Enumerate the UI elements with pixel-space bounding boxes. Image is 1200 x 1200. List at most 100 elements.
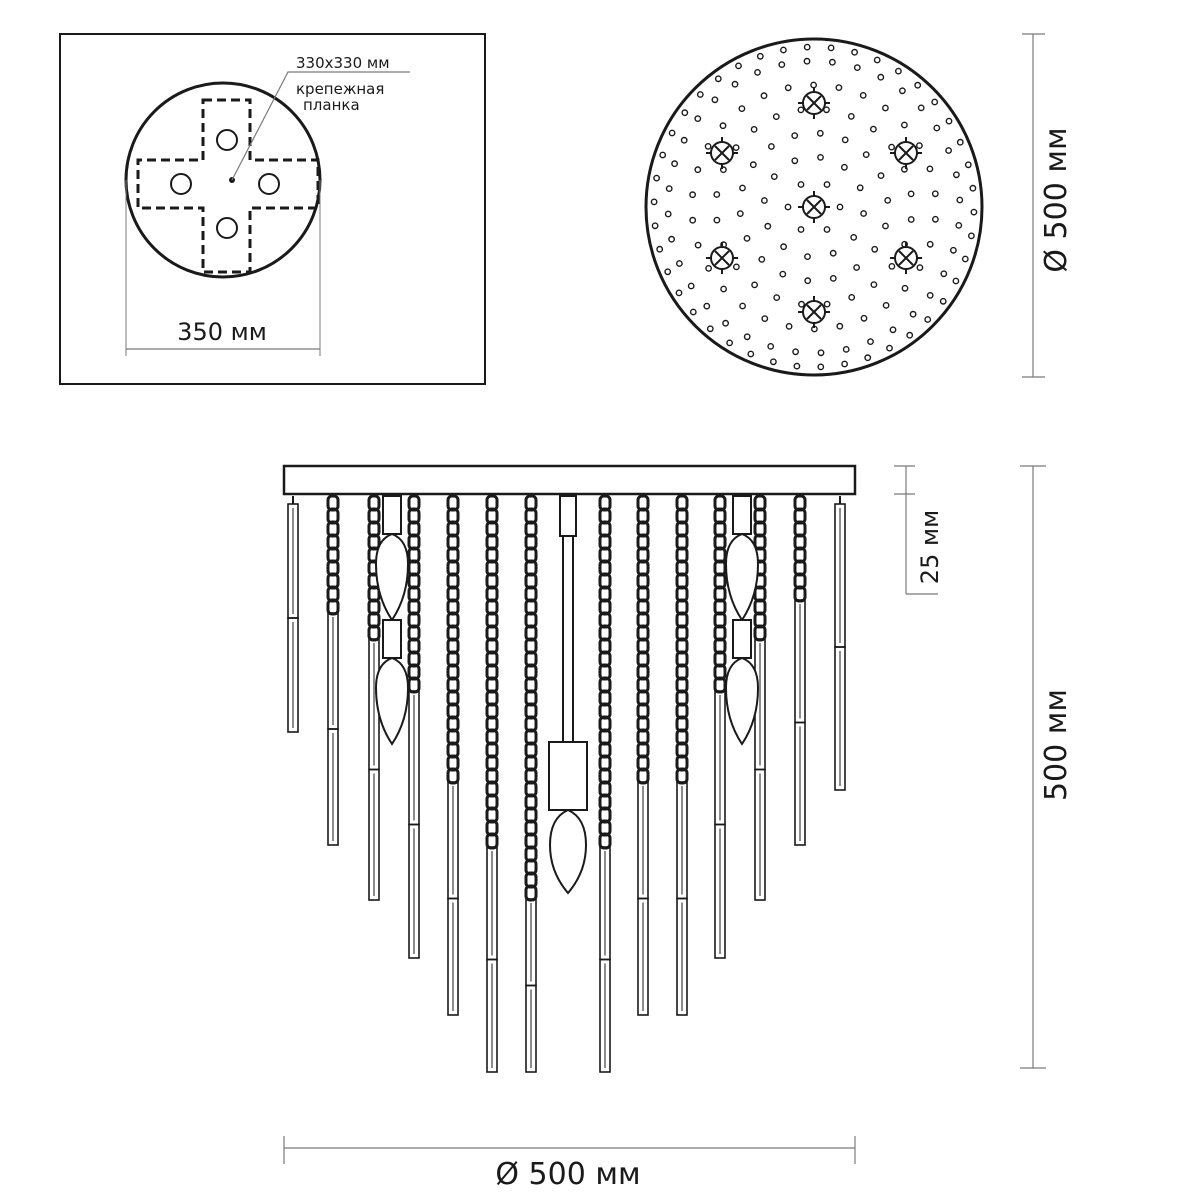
crystal-hole bbox=[964, 161, 972, 169]
crystal-hole bbox=[764, 222, 772, 230]
crystal-hole bbox=[792, 348, 799, 356]
crystal-hole bbox=[732, 144, 740, 152]
crystal-hole bbox=[675, 289, 683, 297]
crystal-hole bbox=[956, 196, 964, 204]
crystal-hole bbox=[859, 92, 867, 99]
crystal-strand bbox=[407, 494, 421, 959]
detail-frame bbox=[59, 33, 486, 385]
crystal-hole bbox=[720, 166, 727, 174]
crystal-hole bbox=[888, 262, 896, 270]
crystal-hole bbox=[797, 226, 805, 233]
chain-link bbox=[367, 624, 381, 642]
crystal-hole bbox=[694, 166, 702, 174]
crystal-rod bbox=[287, 617, 299, 733]
crystal-hole bbox=[656, 245, 664, 253]
socket-mark bbox=[890, 242, 922, 274]
crystal-hole bbox=[841, 360, 848, 368]
crystal-hole bbox=[785, 322, 793, 330]
crystal-hole bbox=[747, 350, 755, 358]
crystal-hole bbox=[836, 203, 844, 211]
crystal-hole bbox=[895, 67, 902, 75]
crystal-hole bbox=[882, 301, 890, 309]
mount-width-label: 350 мм bbox=[177, 318, 267, 346]
crystal-hole bbox=[945, 117, 953, 125]
crystal-hole bbox=[956, 138, 964, 146]
crystal-hole bbox=[743, 333, 751, 341]
crystal-hole bbox=[760, 92, 768, 100]
crystal-rod bbox=[327, 728, 339, 846]
crystal-hole bbox=[917, 104, 925, 112]
plate-name-label-1: крепежная bbox=[296, 80, 384, 98]
crystal-hole bbox=[749, 161, 757, 169]
crystal-hole bbox=[907, 190, 915, 198]
chain-link bbox=[407, 676, 421, 694]
crystal-rod bbox=[525, 984, 537, 1073]
crystal-hole bbox=[772, 113, 780, 121]
crystal-hole bbox=[889, 326, 897, 334]
crystal-hole bbox=[798, 300, 805, 308]
crystal-hole bbox=[842, 345, 850, 353]
crystal-hole bbox=[953, 171, 960, 179]
crystal-rod bbox=[714, 823, 726, 959]
crystal-hole bbox=[668, 235, 675, 243]
crystal-hole bbox=[664, 268, 672, 276]
crystal-hole bbox=[870, 281, 878, 288]
chain-link bbox=[753, 624, 767, 642]
crystal-hole bbox=[751, 281, 758, 289]
plate-name-label-2: планка bbox=[303, 96, 360, 114]
socket-mark bbox=[890, 137, 922, 169]
crystal-hole bbox=[882, 104, 889, 112]
crystal-hole bbox=[779, 270, 787, 278]
socket-marks bbox=[706, 87, 922, 328]
crystal-hole bbox=[952, 277, 960, 285]
crystal-hole bbox=[817, 363, 825, 371]
socket-cross bbox=[714, 250, 730, 266]
crystal-strand bbox=[524, 494, 538, 1073]
crystal-hole bbox=[797, 106, 805, 114]
crystal-hole bbox=[743, 234, 751, 242]
mounting-plate-view: 330x330 мм крепежная планка 350 мм bbox=[59, 33, 486, 385]
crystal-hole bbox=[853, 264, 860, 271]
bulb-right-upper bbox=[724, 495, 760, 622]
crystal-hole bbox=[968, 232, 975, 240]
crystal-hole bbox=[939, 297, 947, 305]
chain-link bbox=[524, 884, 538, 902]
bulb-right-lower bbox=[724, 619, 760, 746]
crystal-hole bbox=[650, 198, 658, 206]
crystal-hole bbox=[916, 264, 924, 271]
crystal-hole bbox=[829, 274, 837, 282]
crystal-hole bbox=[750, 125, 758, 133]
crystal-hole bbox=[719, 122, 727, 130]
chain-link bbox=[326, 598, 340, 616]
bulb-socket bbox=[732, 619, 752, 659]
socket-cross bbox=[806, 199, 822, 215]
crystal-hole bbox=[817, 349, 825, 357]
stem-cap bbox=[559, 495, 577, 537]
crystal-hole bbox=[756, 52, 764, 60]
crystal-hole bbox=[836, 322, 844, 330]
crystal-hole bbox=[969, 184, 977, 192]
crystal-hole bbox=[864, 354, 872, 362]
crystal-rod bbox=[794, 721, 806, 846]
front-elevation: 500 мм 25 мм Ø 500 мм bbox=[282, 464, 1074, 1192]
crystal-hole bbox=[689, 191, 696, 199]
crystal-hole bbox=[856, 184, 864, 192]
crystal-hole bbox=[770, 173, 778, 181]
crystal-hole bbox=[916, 142, 923, 150]
crystal-hole bbox=[817, 153, 824, 161]
bulb-glass bbox=[374, 656, 410, 746]
crystal-rod bbox=[599, 958, 611, 1073]
crystal-hole bbox=[694, 241, 702, 249]
bulb-socket bbox=[382, 495, 402, 535]
crystal-hole bbox=[907, 216, 915, 223]
crystal-hole-pattern bbox=[650, 43, 978, 371]
crystal-hole bbox=[970, 208, 978, 216]
crystal-hole bbox=[784, 84, 792, 92]
crystal-hole bbox=[933, 124, 941, 132]
crystal-hole bbox=[681, 109, 689, 117]
crystal-hole bbox=[906, 331, 914, 339]
bulb-glass bbox=[724, 532, 760, 622]
crystal-rod bbox=[447, 897, 459, 1016]
crystal-hole bbox=[877, 172, 885, 180]
